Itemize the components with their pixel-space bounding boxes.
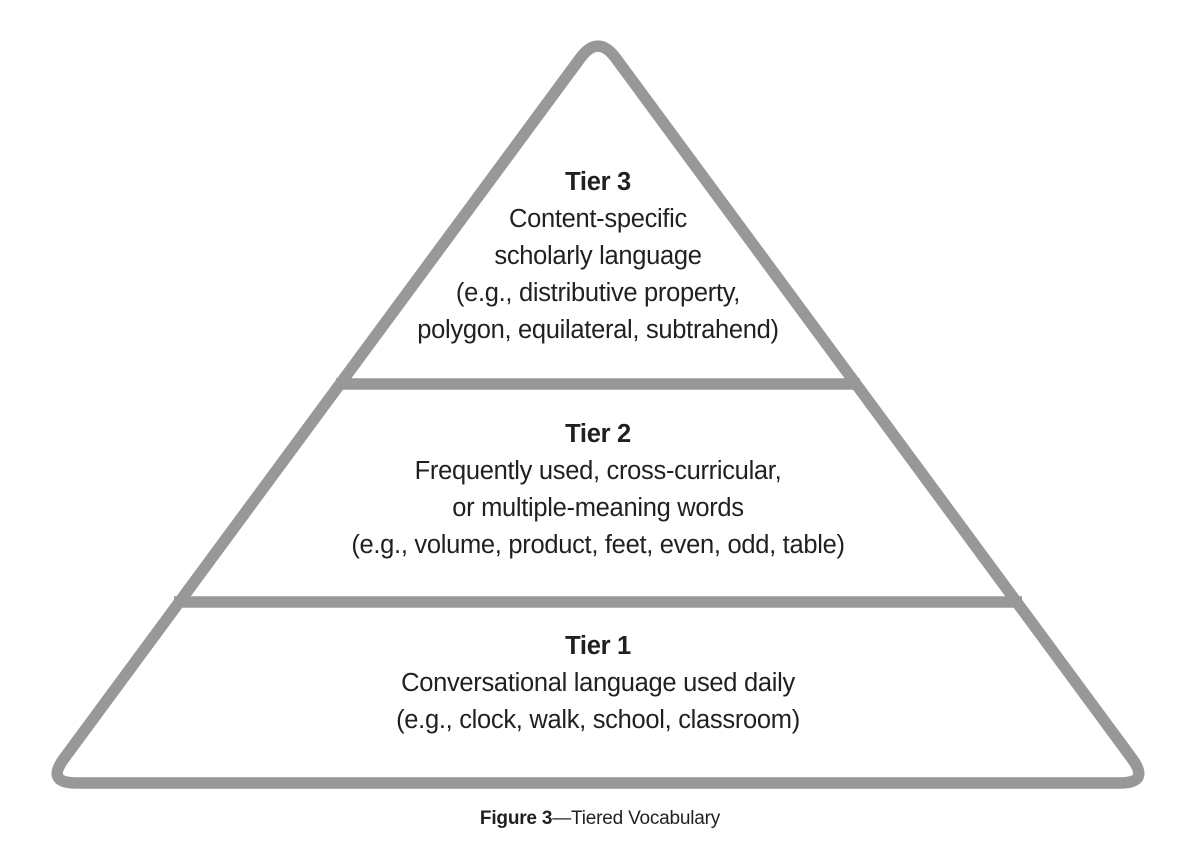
tier2-section: Tier 2 Frequently used, cross-curricular… — [218, 416, 978, 564]
tier1-line: (e.g., clock, walk, school, classroom) — [396, 706, 800, 734]
tier2-heading: Tier 2 — [565, 420, 631, 448]
figure-caption-label: Figure 3 — [479, 808, 553, 829]
tier3-line: scholarly language — [494, 242, 702, 270]
tier2-line: (e.g., volume, product, feet, even, odd,… — [351, 531, 845, 559]
tier3-line: (e.g., distributive property, — [455, 279, 741, 307]
figure-caption-text: —Tiered Vocabulary — [552, 808, 721, 829]
tier3-section: Tier 3 Content-specific scholarly langua… — [268, 164, 928, 349]
tier2-line: or multiple-meaning words — [452, 494, 744, 522]
tier2-line: Frequently used, cross-curricular, — [414, 457, 782, 485]
tier3-line: Content-specific — [508, 205, 688, 233]
tier3-line: polygon, equilateral, subtrahend) — [417, 316, 779, 344]
tier1-heading: Tier 1 — [565, 632, 631, 660]
tier1-section: Tier 1 Conversational language used dail… — [218, 628, 978, 739]
figure-caption: Figure 3—Tiered Vocabulary — [0, 808, 1200, 830]
tier3-heading: Tier 3 — [565, 168, 631, 196]
tier1-line: Conversational language used daily — [401, 669, 795, 697]
